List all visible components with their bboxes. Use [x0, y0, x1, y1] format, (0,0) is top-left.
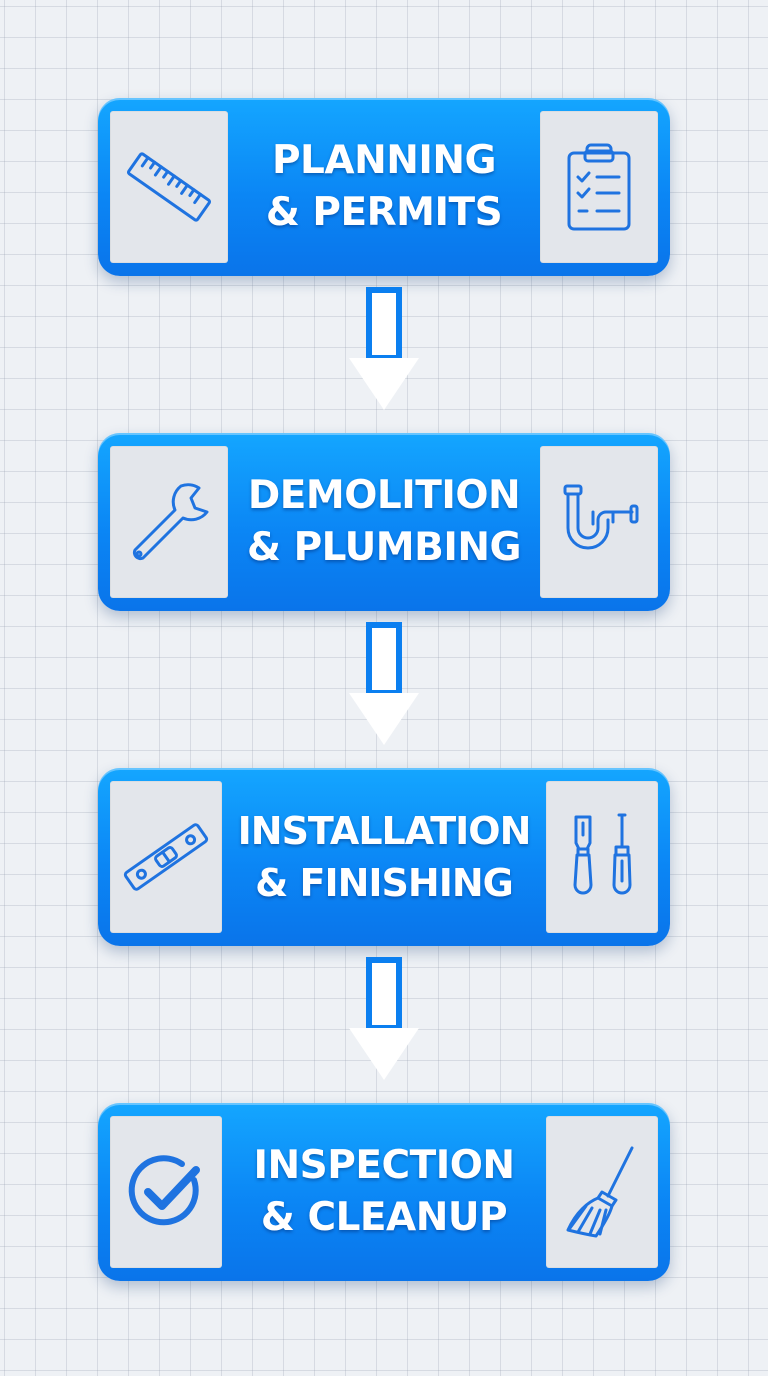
- flow-arrow-3: [349, 957, 419, 1082]
- down-arrow-icon: [349, 957, 419, 1080]
- check-circle-icon: [128, 1155, 200, 1226]
- step-1-left-panel: [110, 111, 228, 263]
- step-3-title-line1: INSTALLATION: [237, 809, 532, 853]
- step-installation-finishing: INSTALLATION & FINISHING: [98, 768, 670, 946]
- step-3-title-line2: & FINISHING: [255, 861, 514, 905]
- step-4-title-line2: & CLEANUP: [260, 1195, 508, 1240]
- step-2-right-panel: [540, 446, 658, 598]
- step-3-title: INSTALLATION & FINISHING: [228, 768, 540, 946]
- step-4-left-panel: [110, 1116, 222, 1268]
- step-1-title-line1: PLANNING: [271, 138, 497, 183]
- step-2-title: DEMOLITION & PLUMBING: [228, 433, 540, 611]
- flow-arrow-1: [349, 287, 419, 412]
- pipe-trap-icon: [563, 484, 639, 550]
- ruler-icon: [126, 152, 212, 222]
- putty-knife-screwdriver-icon: [573, 813, 632, 895]
- step-3-left-panel: [110, 781, 222, 933]
- step-3-right-panel: [546, 781, 658, 933]
- step-4-title-line1: INSPECTION: [253, 1143, 516, 1188]
- broom-icon: [566, 1146, 634, 1238]
- step-planning-permits: PLANNING & PERMITS: [98, 98, 670, 276]
- step-1-title: PLANNING & PERMITS: [228, 98, 540, 276]
- step-4-right-panel: [546, 1116, 658, 1268]
- clipboard-checklist-icon: [567, 143, 631, 231]
- step-demolition-plumbing: DEMOLITION & PLUMBING: [98, 433, 670, 611]
- step-2-left-panel: [110, 446, 228, 598]
- down-arrow-icon: [349, 622, 419, 745]
- down-arrow-icon: [349, 287, 419, 410]
- flow-arrow-2: [349, 622, 419, 747]
- step-1-right-panel: [540, 111, 658, 263]
- step-2-title-line1: DEMOLITION: [247, 473, 521, 518]
- step-inspection-cleanup: INSPECTION & CLEANUP: [98, 1103, 670, 1281]
- step-2-title-line2: & PLUMBING: [247, 525, 522, 570]
- step-4-title: INSPECTION & CLEANUP: [228, 1103, 540, 1281]
- step-1-title-line2: & PERMITS: [265, 190, 503, 235]
- wrench-icon: [132, 483, 209, 561]
- spirit-level-icon: [123, 823, 209, 891]
